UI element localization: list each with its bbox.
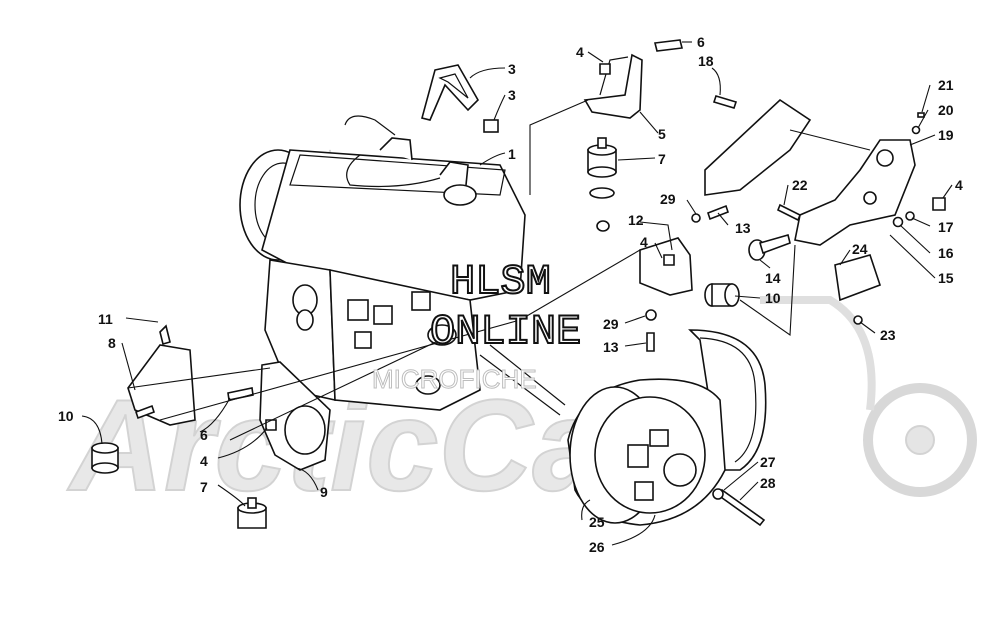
assembly-lines	[127, 99, 871, 441]
callout-14: 14	[765, 270, 781, 286]
callout-7-top: 7	[658, 151, 666, 167]
pin-20	[911, 125, 921, 135]
nut-4-center	[663, 254, 675, 266]
drive-belt	[688, 329, 767, 471]
callout-6-front: 6	[200, 427, 208, 443]
callout-labels: 3 3 1 4 6 5 7 18 21 20 19 4 22 17 16 15 …	[58, 34, 963, 555]
callout-13-lower: 13	[603, 339, 619, 355]
callout-7-front: 7	[200, 479, 208, 495]
callout-19: 19	[938, 127, 954, 143]
callout-4-right: 4	[955, 177, 963, 193]
callout-17: 17	[938, 219, 954, 235]
callout-21: 21	[938, 77, 954, 93]
callout-29-lower: 29	[603, 316, 619, 332]
top-mount-bracket	[583, 53, 643, 119]
watermark-hlsm: HLSM	[450, 258, 551, 306]
callout-26: 26	[589, 539, 605, 555]
watermark-microfiche: MICROFICHE	[372, 364, 537, 394]
washer-29-lower	[645, 309, 657, 321]
nut-4-front	[265, 419, 277, 431]
knob-14	[748, 234, 791, 261]
nut-4-right	[932, 197, 946, 211]
clutch-bolt-28	[716, 488, 766, 527]
callout-2: 3	[508, 61, 516, 77]
callout-10-center: 10	[765, 290, 781, 306]
callout-13-top: 13	[735, 220, 751, 236]
bolt-11	[159, 324, 171, 345]
callout-4-top: 4	[576, 44, 584, 60]
nut-4-top	[599, 63, 611, 75]
watermark-online: ONLINE	[430, 308, 581, 356]
callout-18: 18	[698, 53, 714, 69]
watermark-overlay: HLSM ONLINE MICROFICHE	[372, 257, 583, 395]
callout-23: 23	[880, 327, 896, 343]
washer-29-top	[691, 213, 701, 223]
bolt-13-lower	[646, 332, 655, 352]
recoil-handle	[421, 64, 479, 121]
callout-25: 25	[589, 514, 605, 530]
screw-18	[712, 95, 738, 109]
bolt-22	[776, 203, 802, 222]
washer-16	[892, 216, 904, 228]
callout-22: 22	[792, 177, 808, 193]
left-bracket-8	[127, 344, 196, 426]
callout-9: 9	[320, 484, 328, 500]
pin-21	[917, 112, 925, 118]
belt-guard-shield	[704, 98, 812, 196]
callout-11: 11	[98, 311, 113, 327]
callout-16: 16	[938, 245, 954, 261]
callout-15: 15	[938, 270, 954, 286]
callout-8: 8	[108, 335, 116, 351]
callout-4-center: 4	[640, 234, 648, 250]
rubber-mount-10-left	[91, 442, 119, 474]
callout-5: 5	[658, 126, 666, 142]
bolt-6-front	[227, 387, 254, 401]
drive-clutch	[567, 329, 767, 526]
callout-20: 20	[938, 102, 954, 118]
rubber-mount-10-center	[704, 283, 740, 307]
callout-4-front: 4	[200, 453, 208, 469]
callout-3: 3	[508, 87, 516, 103]
support-bracket-19	[794, 139, 916, 246]
washer-27	[712, 488, 724, 500]
callout-1: 1	[508, 146, 516, 162]
callout-27: 27	[760, 454, 776, 470]
rope-clip	[483, 119, 499, 133]
leader-lines	[81, 41, 953, 546]
callout-28: 28	[760, 475, 776, 491]
callout-24: 24	[852, 241, 868, 257]
watermark-wheel	[863, 383, 977, 497]
bolt-6-left	[134, 404, 156, 420]
rubber-mount-top	[587, 137, 617, 232]
callout-6-top: 6	[697, 34, 705, 50]
mount-bracket-12	[639, 237, 693, 296]
bracket-24	[834, 254, 882, 302]
bolt-6-top	[654, 39, 683, 52]
bolt-13-top	[707, 204, 729, 221]
callout-29-top: 29	[660, 191, 676, 207]
callout-10-left: 10	[58, 408, 74, 424]
callout-12: 12	[628, 212, 644, 228]
